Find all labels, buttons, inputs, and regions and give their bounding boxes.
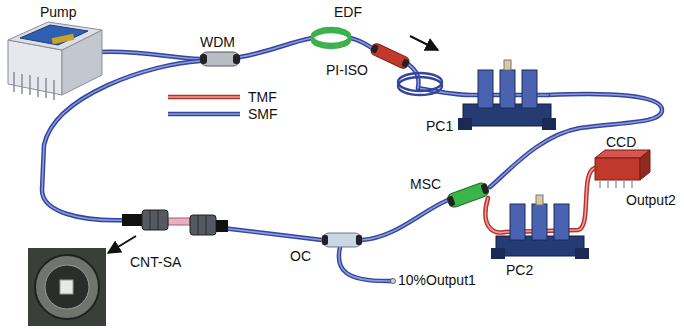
smf-fiber [42, 38, 662, 281]
wdm-coupler [200, 52, 240, 66]
output-label: 10%Output1 [398, 272, 476, 288]
pump-source [8, 22, 102, 100]
ccd-label: CCD [606, 134, 636, 150]
legend-line [166, 92, 242, 102]
polarization-controller [491, 195, 589, 259]
output-coupler [322, 233, 362, 247]
ccd-camera [595, 150, 650, 188]
output-label: Output2 [626, 192, 676, 208]
pointer-arrow [108, 236, 136, 253]
legend-entry: TMF [166, 88, 278, 105]
edf-label: EDF [334, 4, 362, 20]
legend-text: TMF [248, 89, 277, 105]
legend-line [166, 109, 242, 119]
cnt-sa-photo [28, 248, 106, 326]
msc-label: MSC [410, 176, 441, 192]
cnt-sa-label: CNT-SA [130, 254, 181, 270]
legend: TMFSMF [166, 88, 278, 122]
isolator [369, 42, 410, 70]
direction-arrow [410, 36, 438, 50]
fiber-end [391, 279, 396, 284]
wdm-label: WDM [200, 34, 235, 50]
polarization-controller [458, 60, 556, 130]
fiber-coil [398, 73, 442, 95]
mode-selective-coupler [446, 181, 490, 209]
pc-label: PC1 [426, 118, 453, 134]
pump-label: Pump [40, 4, 77, 20]
isolator-label: PI-ISO [326, 62, 368, 78]
pc-label: PC2 [506, 262, 533, 278]
oc-label: OC [290, 248, 311, 264]
edf-coil [312, 28, 350, 48]
legend-text: SMF [248, 106, 278, 122]
cnt-sa-connector [122, 210, 228, 235]
legend-entry: SMF [166, 105, 278, 122]
